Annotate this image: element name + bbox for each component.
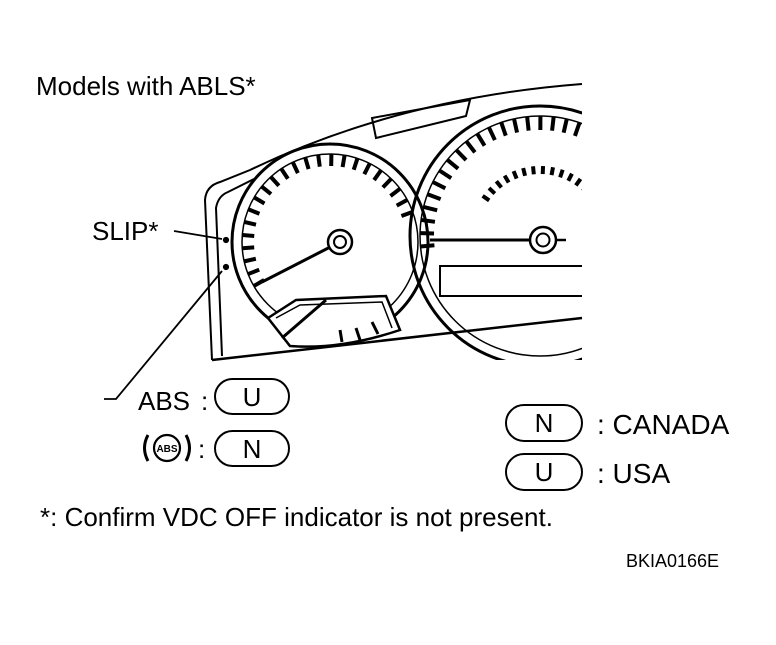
abs-icon-colon: : (198, 434, 206, 464)
gauge-tick (586, 128, 592, 141)
gauge-tick (594, 201, 601, 205)
gauge-tick (372, 169, 383, 182)
gauge-tick (247, 267, 260, 276)
gauge-tick (316, 154, 322, 167)
left-gauge (230, 142, 430, 348)
gauge-tick (573, 122, 582, 137)
slip-leader-line (173, 230, 223, 240)
gauge-tick (574, 177, 582, 187)
gauge-tick (431, 180, 447, 191)
gauge-tick (550, 116, 556, 131)
gauge-tick (464, 140, 477, 154)
canada-legend-label: : CANADA (597, 409, 730, 440)
gauge-tick (362, 162, 372, 176)
gauge-tick (454, 148, 468, 162)
gauge-tick (487, 186, 497, 196)
gauge-tick (566, 172, 574, 182)
gauge-tick (561, 118, 569, 134)
usa-code-badge: U (505, 453, 583, 491)
usa-code-text: U (534, 457, 554, 487)
gauge-tick (487, 126, 497, 141)
indicator-leaders (104, 230, 230, 400)
gauge-tick (395, 198, 409, 208)
gauge-tick (420, 217, 436, 224)
gauge-tick (502, 174, 511, 184)
gauge-tick (290, 161, 300, 174)
gauge-tick (494, 180, 503, 189)
gauge-tick (303, 157, 311, 170)
gauge-tick (558, 169, 565, 179)
abs-code-text: U (242, 381, 262, 412)
gauge-tick (499, 121, 508, 137)
gauge-tick (243, 256, 257, 264)
gauge-tick (589, 193, 595, 198)
abs-leader-line (104, 270, 223, 400)
gauge-tick (511, 170, 519, 180)
gauge-tick (635, 183, 648, 189)
gauges (230, 104, 653, 360)
slip-indicator-dot (222, 236, 230, 244)
gauge-tick (253, 195, 266, 206)
abs-icon-code-badge: N (214, 430, 290, 467)
gauge-tick (389, 187, 402, 198)
gauge-tick (475, 132, 487, 147)
gauge-tick (279, 167, 290, 180)
footnote: *: Confirm VDC OFF indicator is not pres… (40, 502, 553, 532)
gauge-tick (606, 142, 615, 153)
abs-label: ABS (138, 386, 191, 416)
gauge-tick (420, 243, 435, 249)
gauge-tick (423, 204, 438, 213)
gauge-tick (381, 177, 393, 189)
gauge-tick (269, 175, 281, 188)
gauge-tick (531, 166, 536, 175)
gauge-tick (247, 207, 261, 216)
canada-code-badge: N (505, 404, 583, 442)
gauge-tick (622, 160, 633, 169)
abs-warning-icon: ABS (143, 433, 191, 463)
abs-colon: : (201, 386, 209, 416)
gauge-tick (260, 184, 273, 196)
gauge-tick (614, 151, 624, 161)
gauge-tick (629, 171, 641, 179)
slip-label: SLIP* (92, 216, 159, 246)
gauge-tick (549, 166, 555, 176)
gauge-tick (243, 219, 257, 227)
abs-code-badge: U (214, 378, 290, 415)
figure-id: BKIA0166E (626, 551, 720, 571)
gauge-tick (242, 233, 255, 238)
gauge-tick (446, 158, 460, 171)
gauge-tick (242, 245, 255, 251)
page-title: Models with ABLS* (36, 71, 256, 101)
right-gauge (408, 104, 653, 360)
gauge-tick (581, 188, 582, 191)
abs-icon-text: ABS (156, 444, 177, 455)
gauge-tick (512, 118, 520, 133)
gauge-tick (596, 134, 603, 146)
gauge-tick (640, 195, 653, 200)
gauge-tick (340, 154, 347, 168)
usa-legend-label: : USA (597, 458, 671, 489)
gauge-tick (351, 157, 360, 171)
gauge-tick (481, 194, 491, 203)
abs-indicator-dot (222, 263, 230, 271)
gauge-tick (426, 192, 442, 201)
abs-icon-code-text: N (242, 433, 262, 464)
gauge-tick (521, 167, 528, 177)
gauge-tick (438, 168, 453, 180)
gauge-tick (525, 116, 531, 131)
canada-code-text: N (534, 408, 554, 438)
